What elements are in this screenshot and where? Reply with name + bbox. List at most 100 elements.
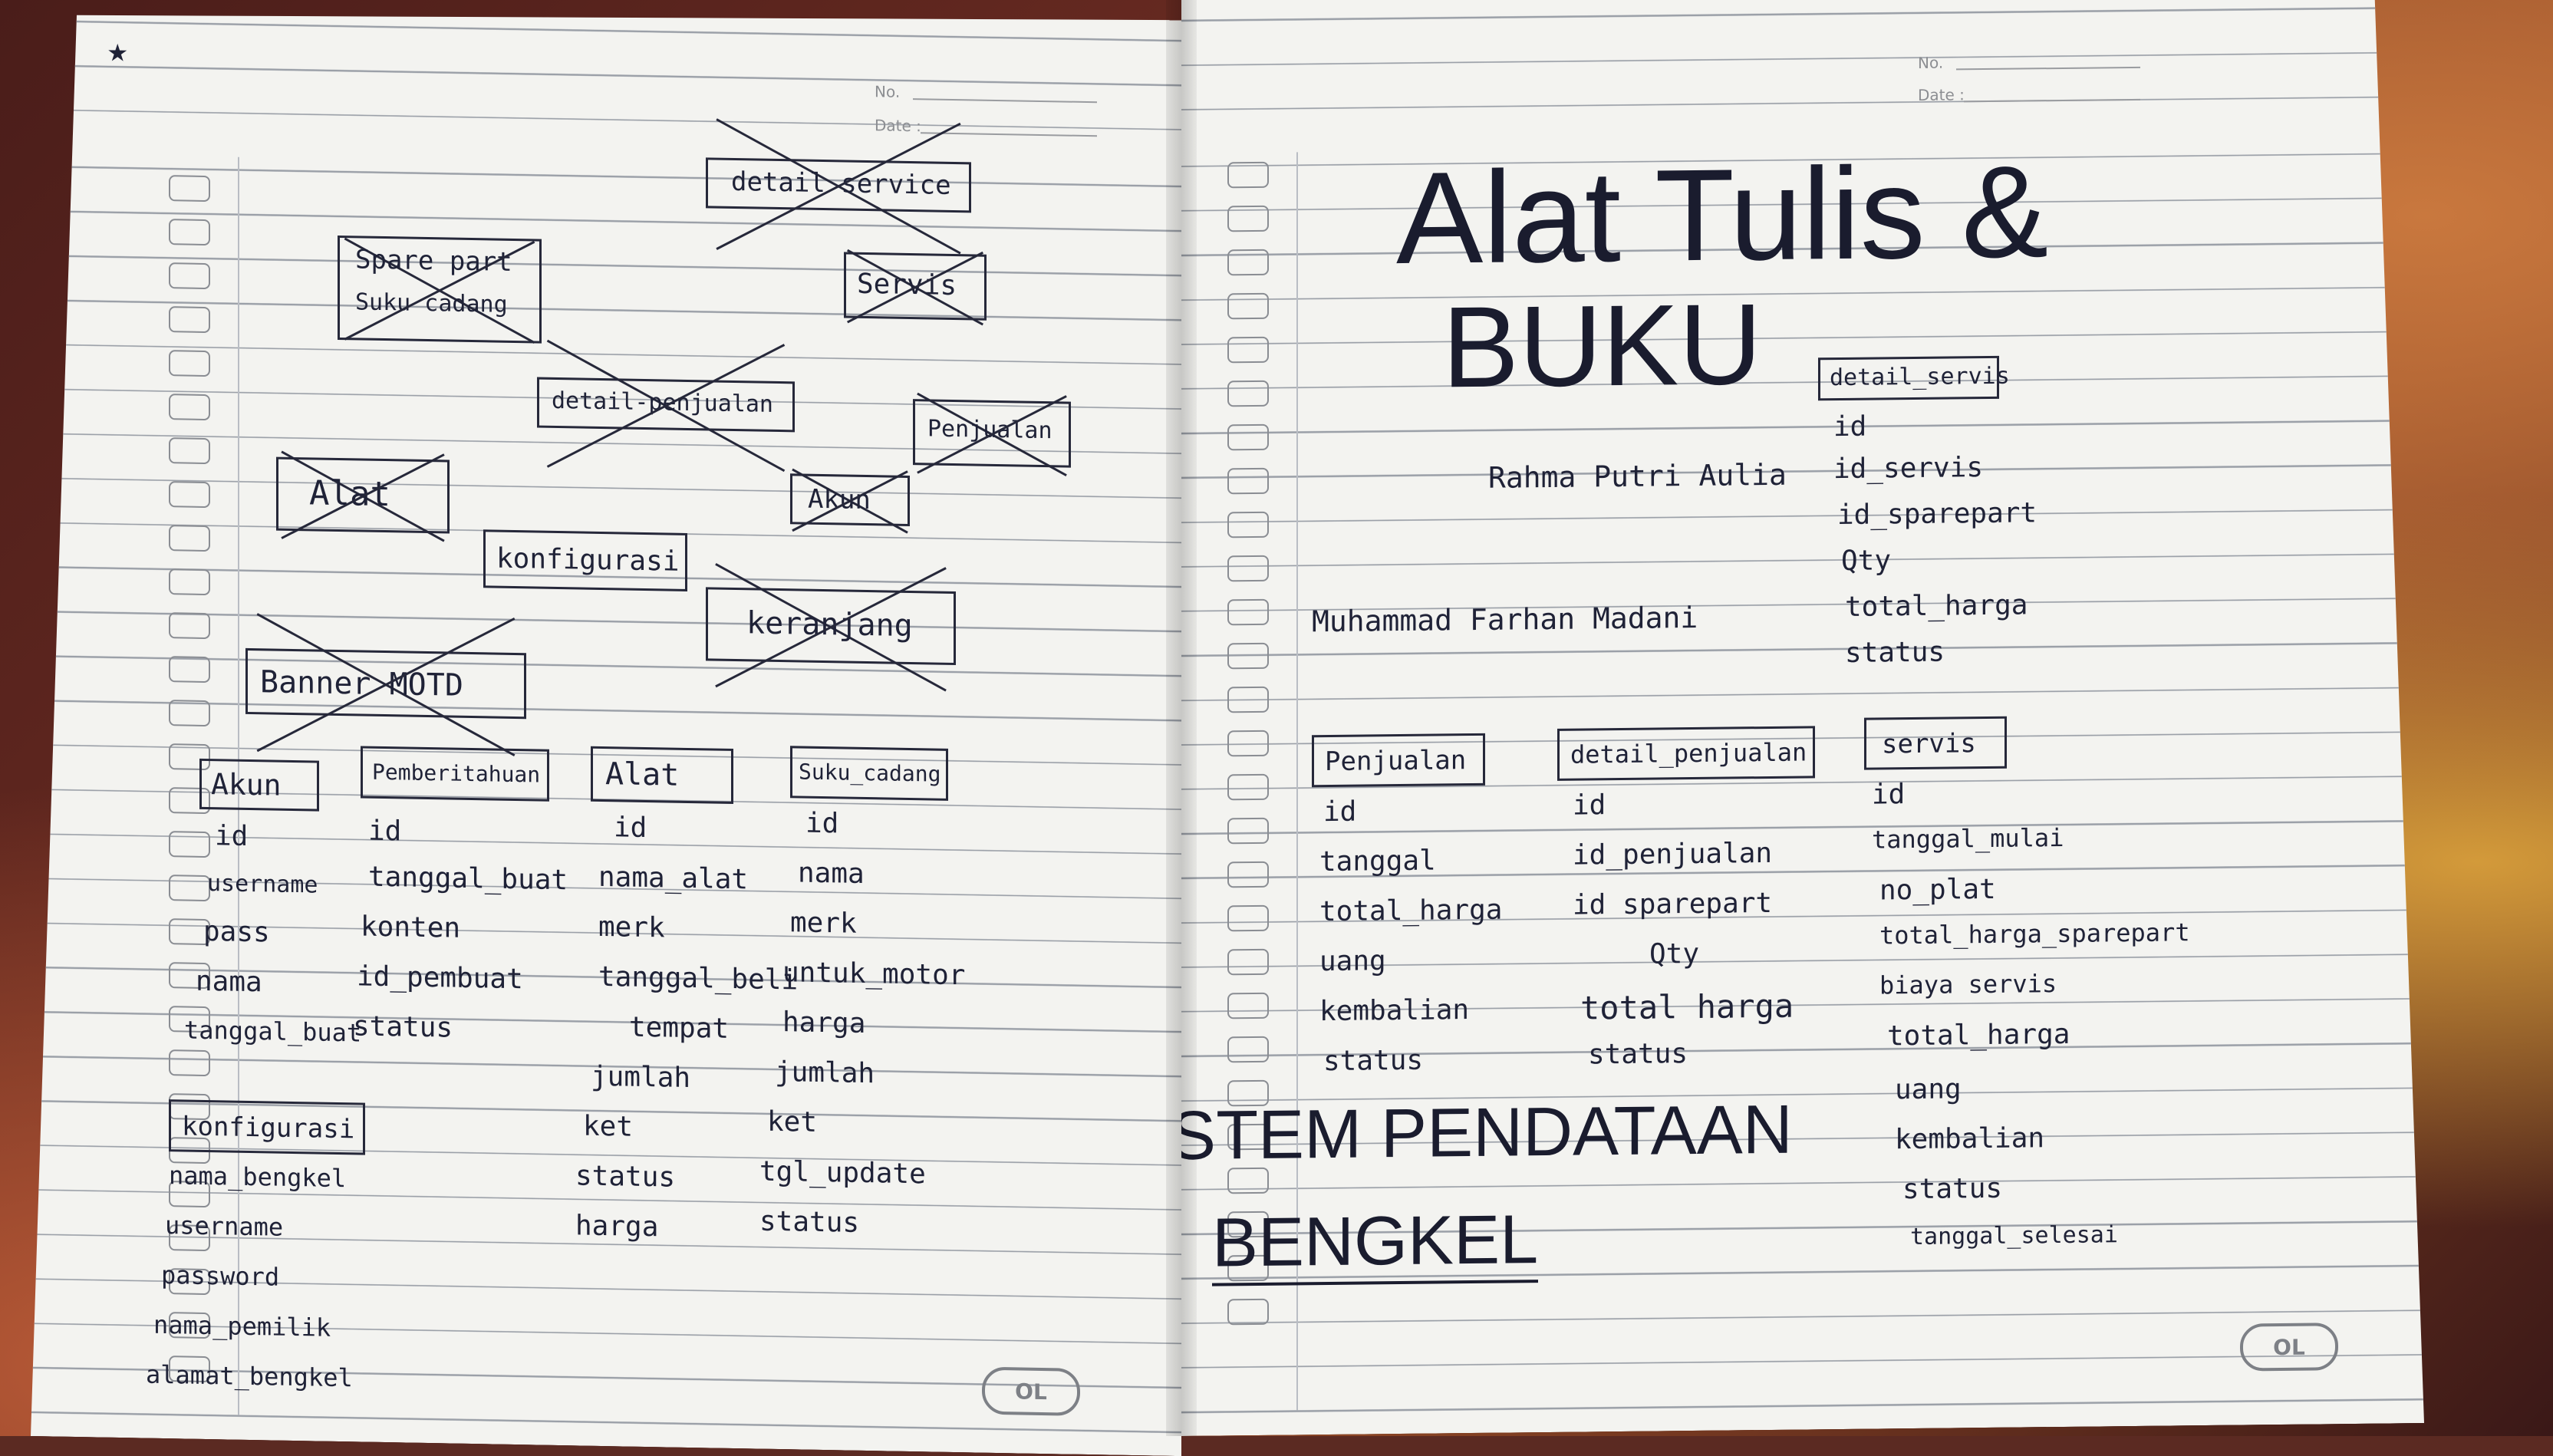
- alat-field: merk: [598, 911, 665, 944]
- alat-field: ket: [583, 1110, 634, 1143]
- servis-field: tanggal_mulai: [1872, 822, 2064, 855]
- ring: [1227, 206, 1269, 232]
- detail-penjualan-field: id sparepart: [1573, 887, 1773, 921]
- ring: [1227, 993, 1269, 1020]
- crossed-detail-penjualan-box: detail-penjualan: [537, 377, 795, 433]
- detail-penjualan-field: id: [1573, 789, 1606, 822]
- crossed-penjualan-box: Penjualan: [913, 399, 1071, 468]
- servis-field: total_harga_sparepart: [1879, 917, 2190, 950]
- date-label: Date :: [875, 116, 921, 136]
- ring: [1227, 293, 1269, 320]
- penjualan-header-box: Penjualan: [1312, 733, 1485, 787]
- crossed-label: Suku cadang: [355, 288, 508, 318]
- ring: [1227, 512, 1269, 539]
- ring: [1227, 687, 1269, 713]
- ring: [169, 394, 210, 420]
- star-mark: ★: [107, 30, 128, 71]
- crossed-label: detail service: [731, 166, 951, 201]
- notebook: No. Date : ★: [31, 0, 2424, 1436]
- ring: [169, 612, 210, 639]
- penjualan-field: status: [1323, 1044, 1424, 1078]
- detail-servis-field: status: [1845, 636, 1945, 669]
- ring: [169, 525, 210, 552]
- title-line-1: Alat Tulis &: [1396, 139, 2049, 292]
- pemberitahuan-field: status: [353, 1010, 453, 1044]
- alat-field: nama_alat: [598, 861, 749, 896]
- crossed-alat-box: Alat: [276, 457, 450, 534]
- suku-cadang-fields: id nama merk untuk_motor harga jumlah ke…: [31, 0, 1181, 20]
- akun-fields: id username pass nama tanggal_buat: [31, 0, 1181, 20]
- crossed-label: Alat: [309, 473, 390, 515]
- ring: [169, 656, 210, 683]
- suku-cadang-header-box: Suku_cadang: [790, 746, 948, 801]
- ring: [169, 831, 210, 858]
- suku-cadang-field: merk: [790, 907, 857, 940]
- servis-field: total_harga: [1887, 1018, 2070, 1052]
- akun-field: username: [207, 870, 318, 899]
- konfigurasi-field: password: [161, 1260, 280, 1292]
- ring: [1227, 249, 1269, 276]
- alat-field: harga: [575, 1210, 659, 1244]
- konfigurasi-field: username: [165, 1211, 284, 1242]
- detail-penjualan-title: detail_penjualan: [1570, 737, 1807, 769]
- suku-cadang-field: untuk_motor: [782, 957, 966, 992]
- konfigurasi-header-box: konfigurasi: [169, 1099, 365, 1155]
- ring: [1227, 730, 1269, 757]
- alat-fields: id nama_alat merk tanggal_beli tempat ju…: [31, 0, 1181, 20]
- title-line-2: BUKU: [1442, 279, 1762, 412]
- servis-field: biaya servis: [1879, 969, 2057, 1000]
- pemberitahuan-title: Pemberitahuan: [372, 759, 541, 788]
- pemberitahuan-field: id_pembuat: [357, 960, 523, 996]
- penjualan-field: total_harga: [1319, 894, 1503, 928]
- ring: [169, 437, 210, 464]
- ring: [169, 175, 210, 202]
- suku-cadang-field: jumlah: [775, 1056, 875, 1090]
- pemberitahuan-field: id: [368, 815, 402, 848]
- suku-cadang-field: status: [759, 1205, 860, 1239]
- system-title-line-2: BENGKEL: [1212, 1201, 1538, 1286]
- alat-title: Alat: [605, 756, 680, 793]
- detail-servis-header-box: detail_servis: [1818, 356, 1999, 400]
- author-2: Muhammad Farhan Madani: [1312, 600, 1698, 639]
- penjualan-field: tanggal: [1319, 845, 1436, 878]
- ring: [169, 875, 210, 901]
- ring: [169, 1049, 210, 1076]
- no-label: No.: [1918, 53, 1944, 72]
- ring: [1227, 1299, 1269, 1326]
- alat-field: status: [575, 1160, 676, 1194]
- servis-field: id: [1872, 779, 1906, 811]
- konfigurasi-field: alamat_bengkel: [146, 1359, 353, 1393]
- crossed-akun-box: Akun: [790, 473, 910, 526]
- pemberitahuan-field: tanggal_buat: [368, 861, 568, 897]
- date-line: [1964, 99, 2140, 102]
- crossed-keranjang-box: keranjang: [706, 587, 956, 665]
- konfigurasi-fields: nama_bengkel username password nama_pemi…: [31, 0, 1181, 20]
- suku-cadang-field: ket: [767, 1105, 818, 1138]
- ring: [1227, 468, 1269, 495]
- pemberitahuan-header-box: Pemberitahuan: [361, 746, 549, 802]
- ring: [169, 568, 210, 595]
- ring: [1227, 1036, 1269, 1063]
- penjualan-field: id: [1323, 796, 1357, 828]
- detail-servis-field: Qty: [1841, 545, 1892, 577]
- servis-field: kembalian: [1895, 1122, 2045, 1156]
- konfigurasi-title: konfigurasi: [182, 1111, 355, 1145]
- servis-field: tanggal_selesai: [1910, 1221, 2118, 1251]
- akun-header-box: Akun: [199, 759, 319, 812]
- ring: [1227, 905, 1269, 932]
- ring: [1227, 555, 1269, 582]
- no-line: [913, 98, 1097, 103]
- akun-field: pass: [203, 915, 270, 949]
- ring: [1227, 774, 1269, 801]
- ring: [1227, 861, 1269, 888]
- no-line: [1956, 67, 2140, 71]
- ring: [1227, 380, 1269, 407]
- detail-servis-field: id_servis: [1833, 452, 1984, 486]
- konfigurasi-draft-box: konfigurasi: [483, 529, 687, 591]
- servis-title: servis: [1882, 728, 1976, 760]
- detail-penjualan-field: Qty: [1649, 937, 1700, 970]
- ring: [169, 481, 210, 508]
- detail-penjualan-field: status: [1588, 1038, 1688, 1071]
- akun-field: tanggal_buat: [184, 1015, 362, 1048]
- konfigurasi-field: nama_pemilik: [153, 1309, 331, 1342]
